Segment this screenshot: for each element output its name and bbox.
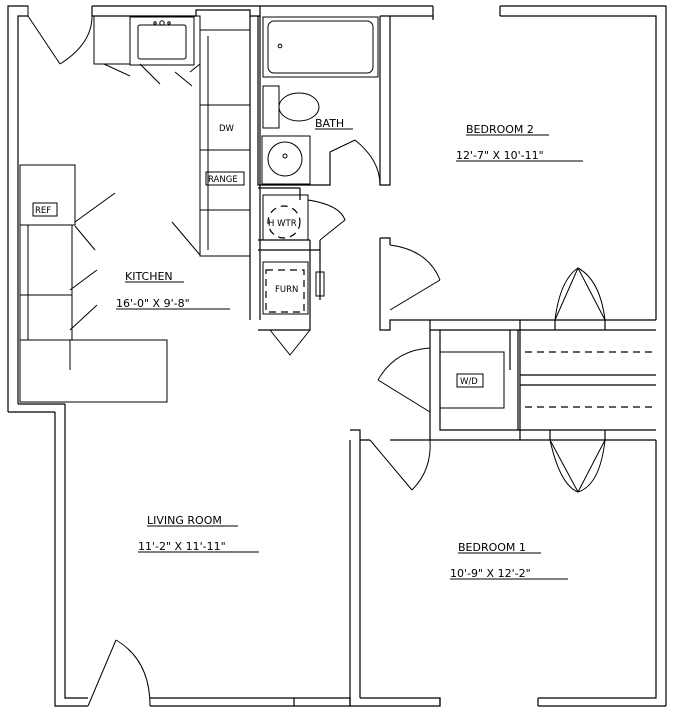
room-dims-bedroom1: 10'-9" X 12'-2" [450, 567, 531, 580]
water-heater-closet [262, 194, 309, 241]
fixture-label-range: RANGE [208, 175, 238, 185]
bathtub [262, 16, 379, 78]
ref-cabinet [19, 164, 76, 341]
fixture-label-ref: REF [35, 206, 51, 216]
room-label-bedroom2: BEDROOM 2 [466, 123, 534, 136]
counter-right [199, 29, 251, 257]
fixture-label-furn: FURN [275, 285, 298, 295]
washer-dryer [439, 351, 505, 409]
room-label-bath: BATH [315, 117, 344, 130]
exterior-walls [7, 5, 667, 707]
room-dims-bedroom2: 12'-7" X 10'-11" [456, 149, 544, 162]
shelves [525, 351, 654, 408]
upper-cabinets [93, 15, 250, 72]
bath-sink [261, 135, 311, 185]
fixture-label-hwtr: H WTR [268, 219, 297, 229]
furnace-closet [262, 261, 325, 315]
labels: BATH BEDROOM 2 12'-7" X 10'-11" KITCHEN … [32, 117, 583, 580]
interior-walls [249, 16, 656, 706]
kitchen-sink [129, 16, 195, 66]
kitchen-island [19, 339, 168, 403]
toilet [262, 85, 320, 129]
room-dims-kitchen: 16'-0" X 9'-8" [116, 297, 190, 310]
fixture-label-wd: W/D [460, 377, 478, 387]
doors [18, 5, 606, 707]
fixture-label-dw: DW [219, 124, 235, 134]
room-label-kitchen: KITCHEN [125, 270, 173, 283]
room-dims-living: 11'-2" X 11'-11" [138, 540, 226, 553]
room-label-bedroom1: BEDROOM 1 [458, 541, 526, 554]
room-label-living: LIVING ROOM [147, 514, 222, 527]
